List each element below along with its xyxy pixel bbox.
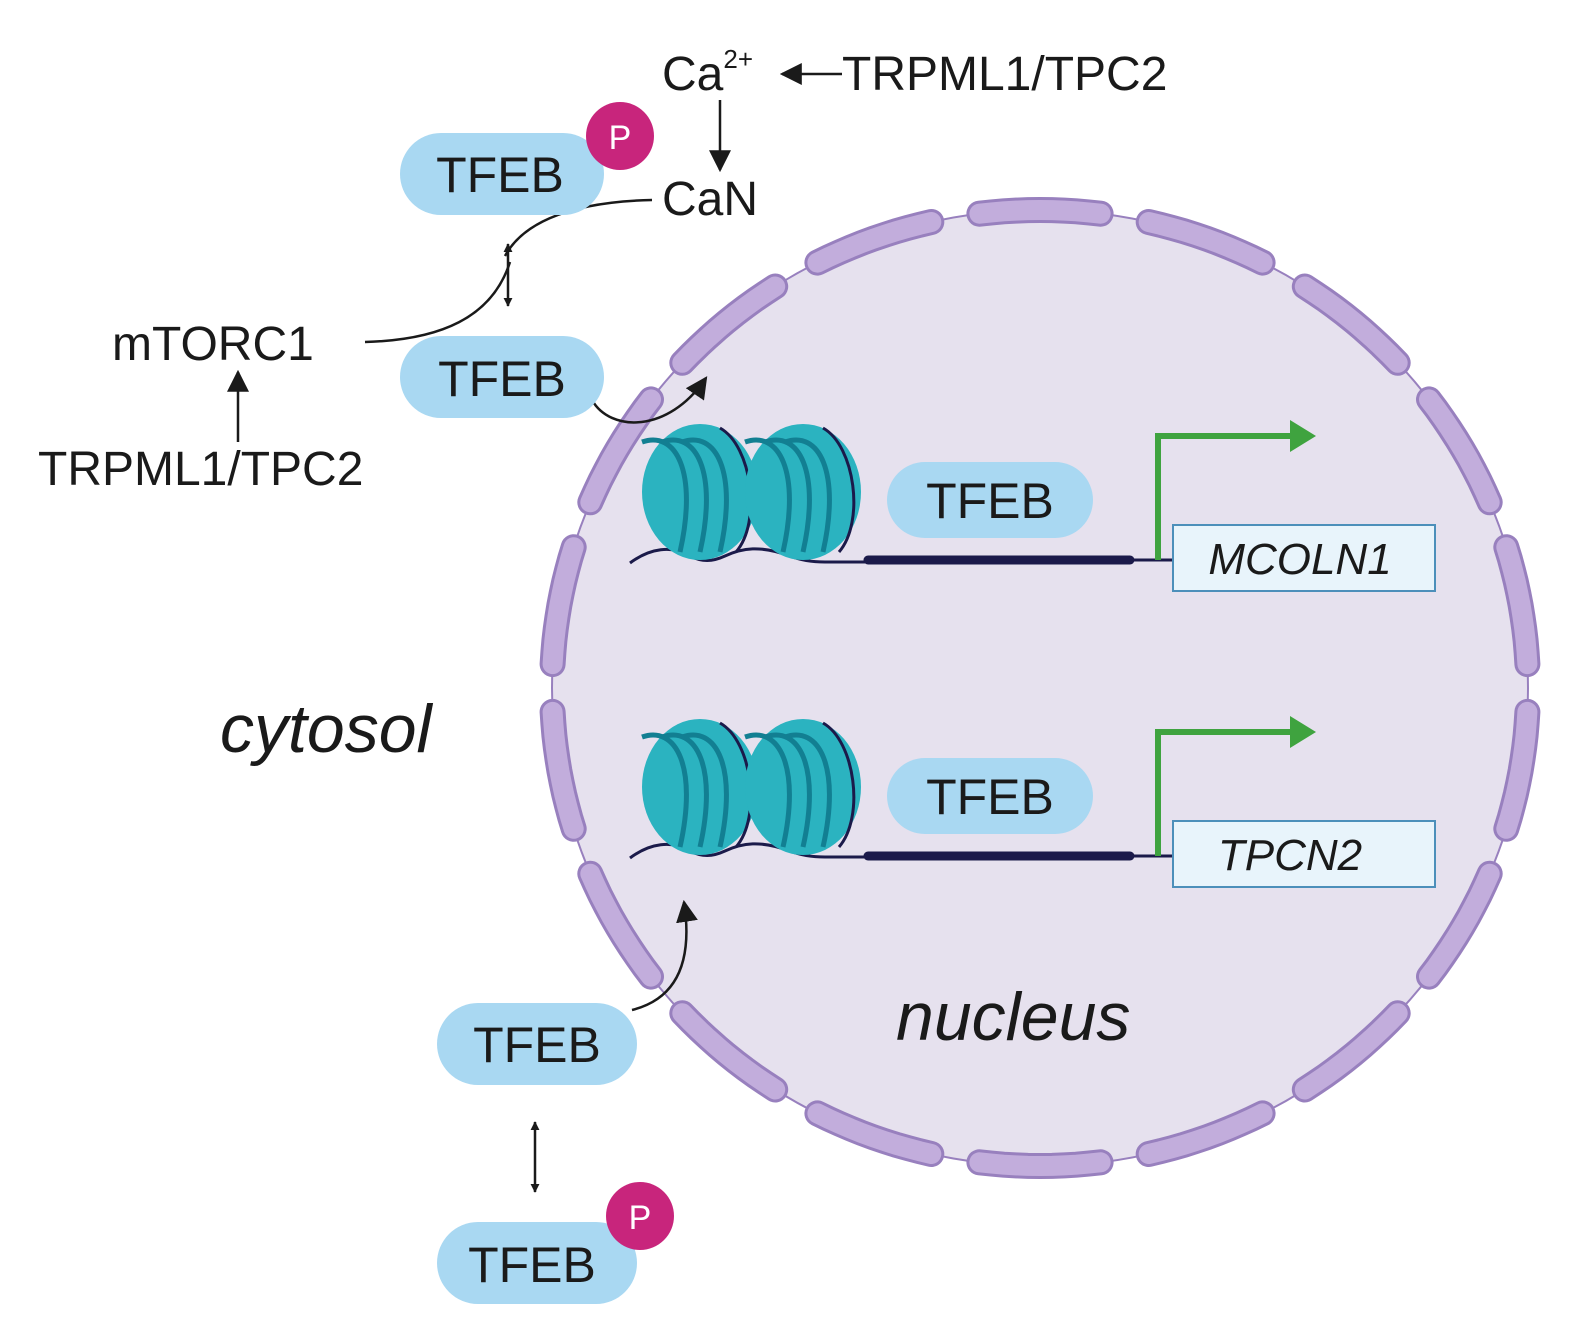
tfeb-label: TFEB — [468, 1237, 596, 1293]
tfeb-label: TFEB — [436, 147, 564, 203]
nuclear-envelope-segment — [580, 863, 661, 987]
arrow-tfeb-nuclear-import-top — [590, 376, 708, 424]
nucleosome-core — [745, 424, 861, 560]
phospho-label: P — [629, 1199, 652, 1237]
arrow-mtorc1-to-tfeb — [364, 261, 512, 344]
nucleosome-core — [642, 424, 758, 560]
chromatin-row-tpcn2: TPCN2 TFEB — [629, 716, 1436, 888]
nuclear-envelope-segment — [1419, 863, 1500, 987]
nucleosome-wrap — [681, 437, 729, 553]
nucleosome-wrap — [784, 437, 832, 553]
arrow-tfeb-nuclear-import-bottom — [631, 899, 698, 1012]
nuclear-envelope-segment — [807, 212, 942, 273]
tfeb-pill-nuclear-1 — [887, 462, 1093, 538]
tfeb-dephosphorylated-top: TFEB — [400, 336, 604, 418]
tfeb-pill-nuclear-2 — [887, 758, 1093, 834]
tfeb-pill — [400, 133, 604, 215]
nucleosome-wrap — [744, 732, 792, 848]
tfeb-label-nuclear-1: TFEB — [926, 473, 1054, 529]
nuclear-envelope-segment — [1496, 537, 1538, 675]
nuclear-envelope-segment — [1294, 276, 1408, 373]
tfeb-pill — [400, 336, 604, 418]
tfeb-phosphorylated-top: TFEB P — [400, 102, 654, 215]
nuclear-envelope-segment — [969, 199, 1111, 224]
nucleosome-core — [745, 719, 861, 855]
nuclear-envelope-segment — [1138, 212, 1273, 273]
phospho-label: P — [609, 119, 632, 157]
gene-label-mcoln1: MCOLN1 — [1208, 535, 1391, 584]
nucleosome-icon — [744, 719, 861, 855]
nuclear-envelope-segment — [807, 1103, 942, 1164]
nucleosome-wrap — [641, 437, 689, 553]
transcription-arrow-icon — [1155, 716, 1316, 856]
gene-box-mcoln1 — [1172, 524, 1436, 592]
nuclear-envelope-segment — [1138, 1103, 1273, 1164]
nuclear-envelope-segment — [542, 701, 584, 839]
nucleosome-icon — [744, 424, 861, 560]
nuclear-envelope-segment — [542, 537, 584, 675]
tfeb-label: TFEB — [473, 1017, 601, 1073]
nucleosome-icon — [641, 424, 758, 560]
nucleosome-wrap — [764, 732, 812, 848]
transcription-arrow-icon — [1155, 420, 1316, 560]
tfeb-label-nuclear-2: TFEB — [926, 769, 1054, 825]
dna-wrap — [822, 426, 856, 553]
nuclear-envelope-segment — [580, 389, 661, 513]
nucleosome-core — [642, 719, 758, 855]
tfeb-phosphorylated-bottom: TFEB P — [437, 1182, 674, 1304]
tfeb-pill — [437, 1222, 637, 1304]
calcium-label: Ca2+ — [662, 44, 753, 101]
dna-wrap — [822, 721, 856, 848]
cytosol-label: cytosol — [220, 691, 434, 767]
gene-label-tpcn2: TPCN2 — [1218, 831, 1362, 880]
nuclear-envelope-segment — [1419, 389, 1500, 513]
tfeb-label: TFEB — [438, 351, 566, 407]
nuclear-envelope-segment — [969, 1152, 1111, 1177]
nucleosome-wrap — [661, 437, 709, 553]
mtorc1-label: mTORC1 — [112, 318, 314, 371]
calcineurin-label: CaN — [662, 173, 758, 226]
nuclear-envelope-segment — [672, 1003, 786, 1100]
phospho-p-icon — [586, 102, 654, 170]
nucleosome-icon — [641, 719, 758, 855]
nucleus-label: nucleus — [896, 979, 1130, 1055]
tfeb-pill — [437, 1003, 637, 1085]
gene-box-tpcn2 — [1172, 820, 1436, 888]
nuclear-envelope-segment — [1496, 701, 1538, 839]
nucleosome-wrap — [661, 732, 709, 848]
nucleosome-wrap — [744, 437, 792, 553]
tfeb-dephosphorylated-bottom: TFEB — [437, 1003, 637, 1085]
nucleosome-wrap — [681, 732, 729, 848]
channel-label-left: TRPML1/TPC2 — [38, 443, 363, 496]
chromatin-row-mcoln1: MCOLN1 TFEB — [629, 420, 1436, 592]
nucleosome-wrap — [641, 732, 689, 848]
nuclear-envelope — [539, 196, 1541, 1180]
nuclear-envelope-segment — [1294, 1003, 1408, 1100]
phospho-p-icon — [606, 1182, 674, 1250]
nucleosome-wrap — [784, 732, 832, 848]
channel-label-top: TRPML1/TPC2 — [842, 48, 1167, 101]
nuclear-envelope-segment — [672, 276, 786, 373]
pathway-arrows — [227, 63, 842, 1193]
nucleosome-wrap — [764, 437, 812, 553]
